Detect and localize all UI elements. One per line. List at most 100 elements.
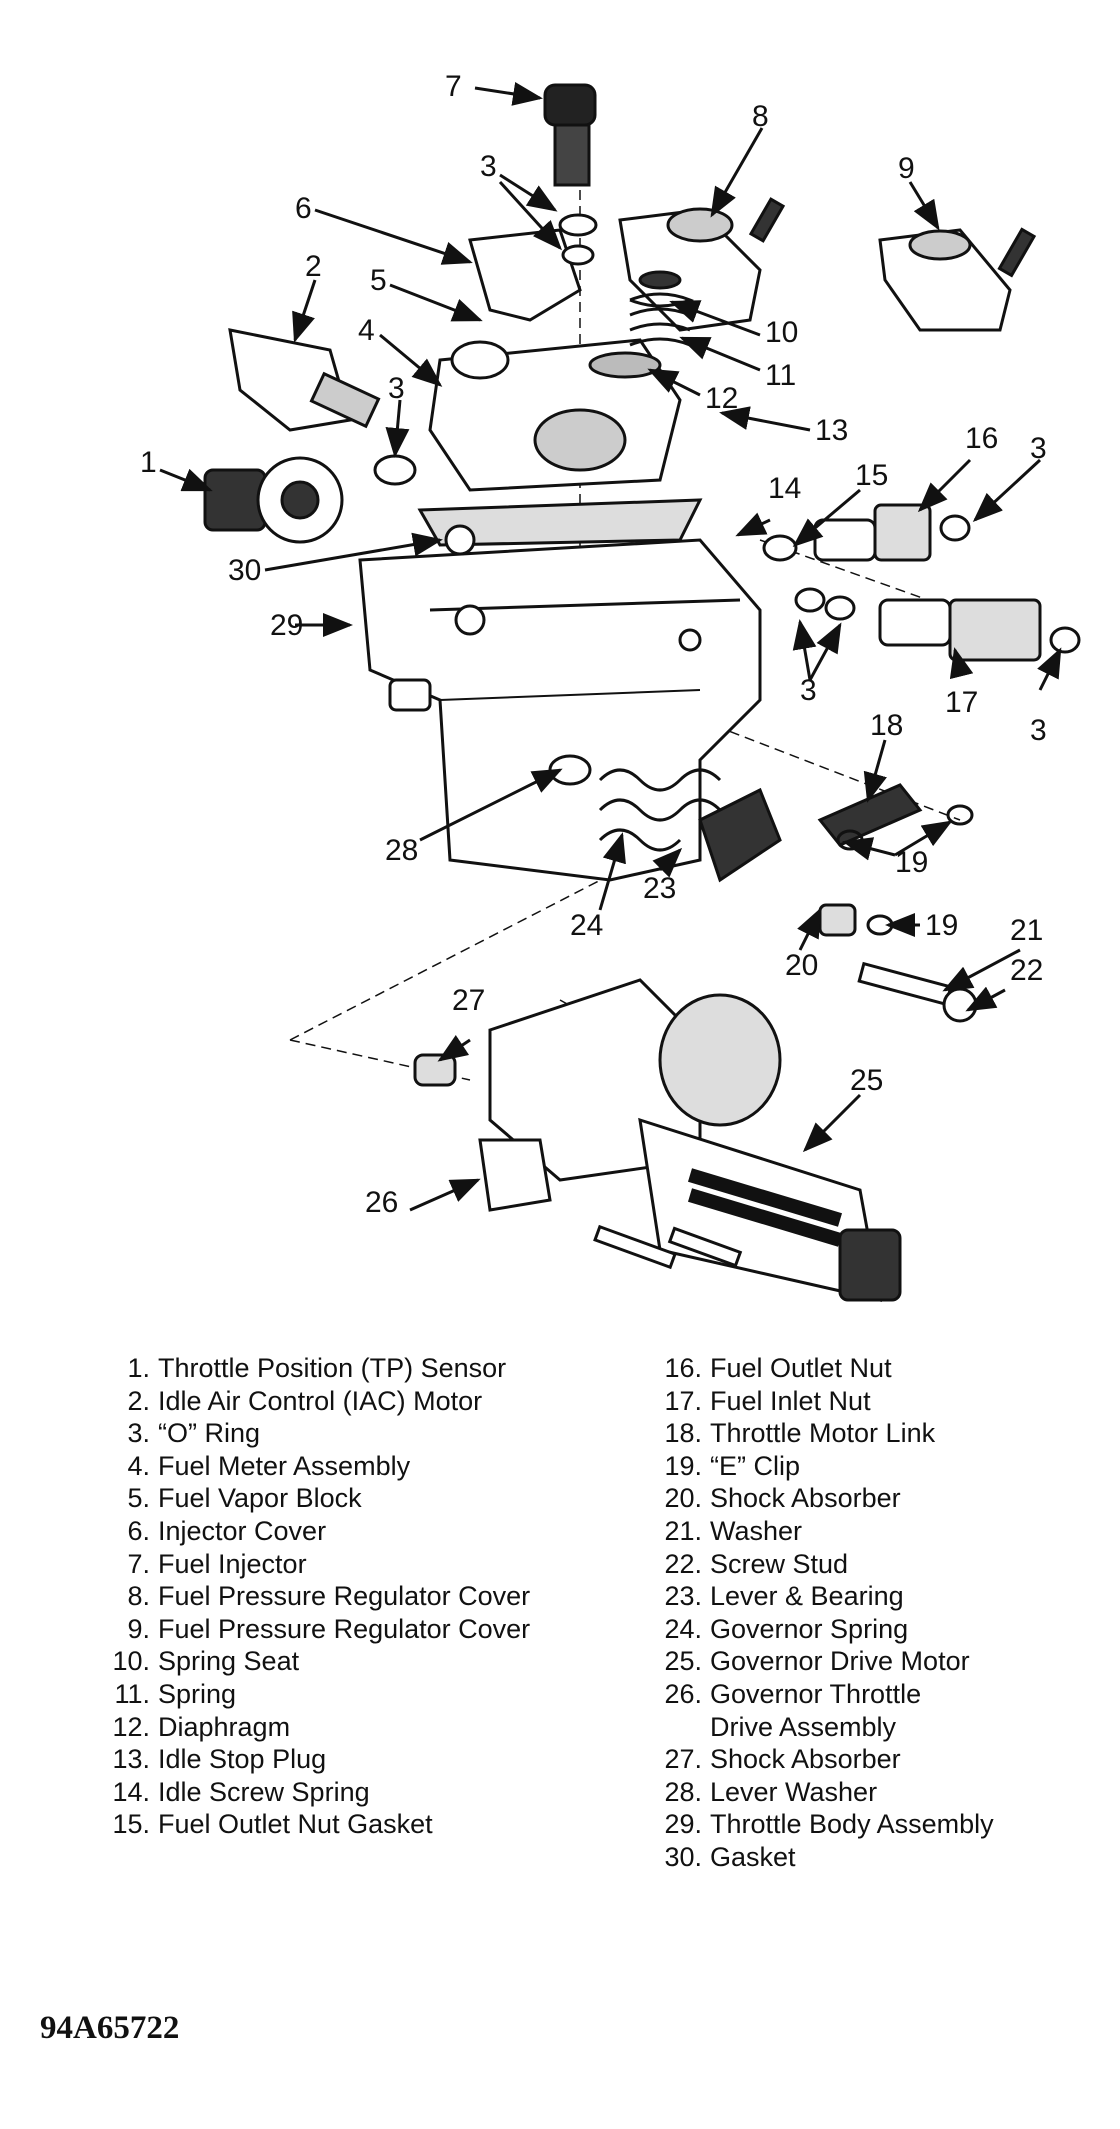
callout-6: 6 [295, 192, 312, 225]
legend-text: Diaphragm [158, 1711, 291, 1742]
legend-number [662, 1711, 702, 1744]
callout-8: 8 [752, 100, 769, 133]
callout-2: 2 [305, 250, 322, 283]
legend-number: 7. [127, 1548, 150, 1579]
spring-assembly-shape [588, 270, 695, 379]
legend-text: Fuel Vapor Block [158, 1483, 362, 1514]
legend-text: Fuel Meter Assembly [158, 1450, 411, 1481]
fuel-injector-shape [543, 83, 598, 266]
legend-number: 16. [664, 1353, 702, 1383]
legend-number: 27. [664, 1744, 702, 1775]
legend-text: “O” Ring [158, 1418, 261, 1449]
legend-text: Fuel Pressure Regulator Cover [158, 1613, 531, 1644]
legend-number: 4. [127, 1450, 150, 1481]
callout-29: 29 [270, 609, 303, 642]
callout-15: 15 [855, 459, 888, 492]
legend-item: 2. Idle Air Control (IAC) Motor [110, 1385, 530, 1418]
exploded-diagram: 7 8 9 3 6 2 5 4 3 10 11 12 13 16 3 14 15… [140, 70, 1081, 1302]
legend-item: 17.Fuel Inlet Nut [662, 1385, 994, 1418]
leader-lines [159, 82, 1062, 1212]
callout-27: 27 [452, 984, 485, 1017]
legend-number: 15. [112, 1809, 150, 1840]
pressure-regulator-cover-9-shape [878, 227, 1037, 332]
iac-motor-shape [228, 328, 417, 486]
legend-text: Governor Throttle [710, 1678, 922, 1709]
legend-number: 22. [664, 1548, 702, 1579]
callout-14: 14 [768, 472, 801, 505]
legend-text: Fuel Injector [158, 1548, 307, 1579]
legend-text: Lever Washer [710, 1776, 878, 1807]
callout-30: 30 [228, 554, 261, 587]
callout-16: 16 [965, 422, 998, 455]
legend-text: Shock Absorber [710, 1744, 901, 1775]
legend-item: 1. Throttle Position (TP) Sensor [110, 1352, 530, 1385]
legend-text: Gasket [710, 1841, 796, 1872]
callout-3-bottom: 3 [1030, 714, 1047, 747]
callout-7: 7 [445, 70, 462, 103]
callout-21: 21 [1010, 914, 1043, 947]
legend-item: 20.Shock Absorber [662, 1482, 994, 1515]
legend-number: 28. [664, 1776, 702, 1807]
legend-number: 25. [664, 1646, 702, 1677]
legend-number: 21. [664, 1515, 702, 1546]
legend-number: 14. [112, 1776, 150, 1807]
legend-item: 27. Shock Absorber [662, 1743, 994, 1776]
legend-text: Idle Stop Plug [158, 1744, 327, 1775]
legend-number: 17. [664, 1385, 702, 1416]
callout-9: 9 [898, 152, 915, 185]
legend-text: Drive Assembly [710, 1711, 897, 1742]
callout-28: 28 [385, 834, 418, 867]
callout-22: 22 [1010, 954, 1043, 987]
legend-number: 5. [127, 1483, 150, 1514]
legend-item: 24.Governor Spring [662, 1613, 994, 1646]
callout-3-top: 3 [480, 150, 497, 183]
legend-item: 25.Governor Drive Motor [662, 1645, 994, 1678]
legend-left-column: 1. Throttle Position (TP) Sensor 2. Idle Ai… [110, 1352, 530, 1841]
legend-number: 20. [664, 1483, 702, 1514]
legend-item: 9. Fuel Pressure Regulator Cover [110, 1613, 530, 1646]
callout-1: 1 [140, 446, 157, 479]
legend-item: 22. Screw Stud [662, 1548, 994, 1581]
legend-text: Spring [158, 1678, 237, 1709]
legend-number: 13. [112, 1744, 150, 1775]
legend-item: 21. Washer [662, 1515, 994, 1548]
callout-10: 10 [765, 316, 798, 349]
callout-19-upper: 19 [895, 846, 928, 879]
legend-item: 30. Gasket [662, 1841, 994, 1874]
callout-3-iac: 3 [388, 372, 405, 405]
legend-item: Drive Assembly [662, 1711, 994, 1744]
legend-text: Screw Stud [710, 1548, 849, 1579]
legend-item: 7. Fuel Injector [110, 1548, 530, 1581]
legend-text: Injector Cover [158, 1515, 327, 1546]
legend-number: 2. [127, 1385, 150, 1416]
callout-12: 12 [705, 382, 738, 415]
legend-number: 18. [664, 1418, 702, 1449]
legend-item: 16.Fuel Outlet Nut [662, 1352, 994, 1385]
legend-number: 9. [127, 1613, 150, 1644]
legend-number: 1. [127, 1353, 150, 1383]
legend-text: Idle Air Control (IAC) Motor [158, 1385, 483, 1416]
legend-text: Throttle Position (TP) Sensor [158, 1353, 507, 1383]
callout-labels: 7 8 9 3 6 2 5 4 3 10 11 12 13 16 3 14 15… [140, 70, 1047, 1219]
legend-text: Washer [710, 1515, 803, 1546]
callout-24: 24 [570, 909, 603, 942]
legend-item: 19.“E” Clip [662, 1450, 994, 1483]
legend-text: Spring Seat [158, 1646, 300, 1677]
callout-3-middle: 3 [800, 674, 817, 707]
legend-item: 13. Idle Stop Plug [110, 1743, 530, 1776]
fuel-nuts-shape [762, 503, 1081, 662]
legend-text: Idle Screw Spring [158, 1776, 370, 1807]
legend-text: “E” Clip [710, 1450, 801, 1481]
callout-5: 5 [370, 264, 387, 297]
legend-item: 4. Fuel Meter Assembly [110, 1450, 530, 1483]
legend-item: 11.Spring [110, 1678, 530, 1711]
legend-item: 26.Governor Throttle [662, 1678, 994, 1711]
callout-17: 17 [945, 686, 978, 719]
legend-item: 28. Lever Washer [662, 1776, 994, 1809]
callout-11: 11 [765, 359, 796, 392]
legend-number: 30. [664, 1841, 702, 1872]
legend-text: Fuel Pressure Regulator Cover [158, 1581, 531, 1612]
legend-item: 29.Throttle Body Assembly [662, 1808, 993, 1841]
tp-sensor-shape [203, 456, 344, 544]
